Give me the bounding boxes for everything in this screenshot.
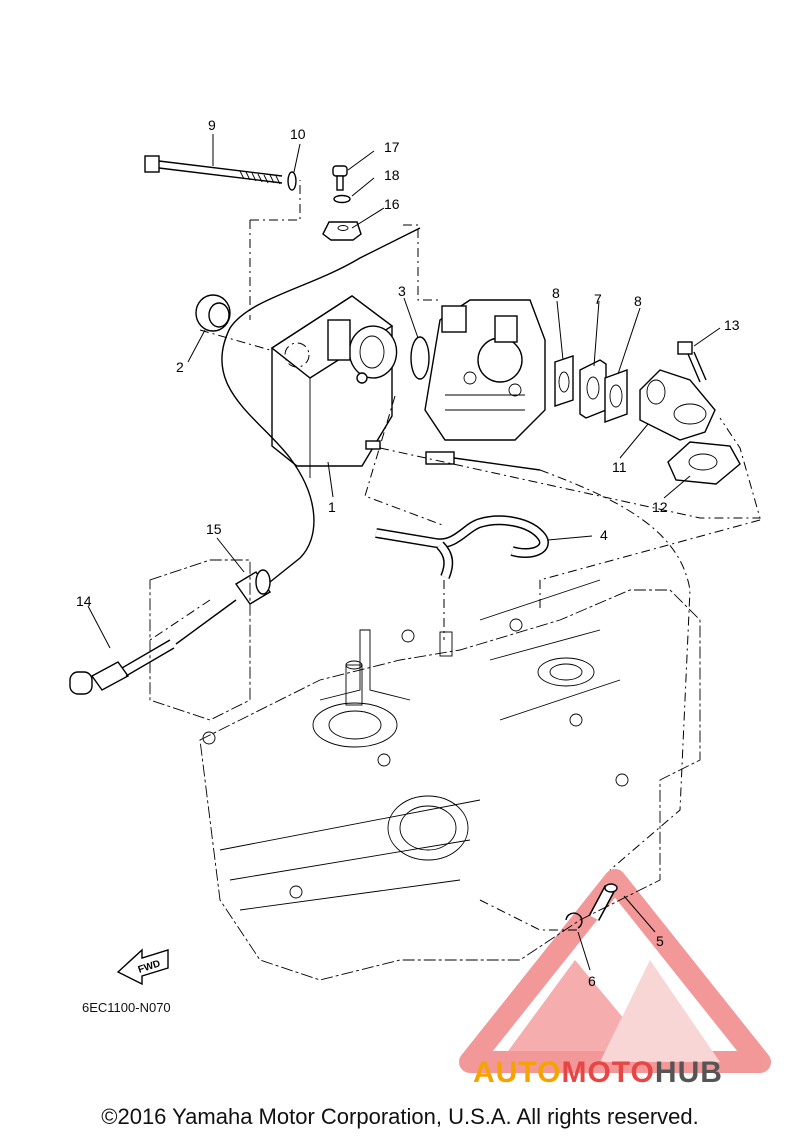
washer-18: [333, 194, 351, 204]
clamp-16: [322, 221, 362, 241]
callout-3: 3: [398, 283, 406, 299]
gasket-8-right: [604, 369, 628, 423]
carburetor: [424, 299, 546, 441]
clip-6: [565, 912, 583, 929]
bolt-9: [144, 155, 283, 185]
hose-4: [375, 451, 549, 579]
hose-5: [588, 883, 618, 921]
screw-17: [332, 165, 348, 191]
callout-9: 9: [208, 117, 216, 133]
leader-lines: [87, 134, 721, 971]
callout-12: 12: [652, 499, 668, 515]
callout-5: 5: [656, 933, 664, 949]
fwd-arrow-icon: FWD: [116, 948, 169, 986]
callout-13: 13: [724, 317, 740, 333]
intake-manifold-11: [639, 369, 716, 441]
callout-14: 14: [76, 593, 92, 609]
callout-17: 17: [384, 139, 400, 155]
bolt-13: [677, 341, 707, 383]
grommet-2: [195, 294, 231, 332]
copyright-notice: ©2016 Yamaha Motor Corporation, U.S.A. A…: [101, 1104, 699, 1129]
callout-10: 10: [290, 126, 306, 142]
choke-knob-14: [69, 639, 175, 695]
callout-15: 15: [206, 521, 222, 537]
logo-hub: HUB: [654, 1056, 723, 1089]
callout-8-left: 8: [552, 285, 560, 301]
callout-1: 1: [328, 499, 336, 515]
gasket-12: [667, 441, 741, 485]
callout-labels: 9 10 17 18 16 2 3 1 8 7 8 13 11 12 4 15 …: [76, 117, 740, 989]
engine-block: [149, 559, 701, 981]
callout-2: 2: [176, 359, 184, 375]
callout-4: 4: [600, 527, 608, 543]
grommet-15: [234, 569, 272, 605]
intake-silencer-1: [270, 295, 398, 478]
choke-cable: [175, 227, 421, 645]
logo-triangle-mark: [459, 869, 771, 1073]
callout-8-right: 8: [634, 293, 642, 309]
assembly-lines: [149, 180, 761, 931]
insulator-7: [579, 359, 607, 419]
logo-moto: MOTO: [561, 1056, 655, 1089]
callout-7: 7: [594, 291, 602, 307]
gasket-8-left: [554, 355, 574, 407]
washer-10: [287, 171, 297, 191]
callout-6: 6: [588, 973, 596, 989]
callout-18: 18: [384, 167, 400, 183]
callout-16: 16: [384, 196, 400, 212]
automotohub-logo: AUTOMOTOHUB: [473, 1056, 723, 1090]
callout-11: 11: [612, 459, 627, 475]
diagram-part-code: 6EC1100-N070: [82, 1000, 171, 1015]
o-ring-3: [410, 336, 430, 380]
logo-auto: AUTO: [473, 1056, 562, 1089]
